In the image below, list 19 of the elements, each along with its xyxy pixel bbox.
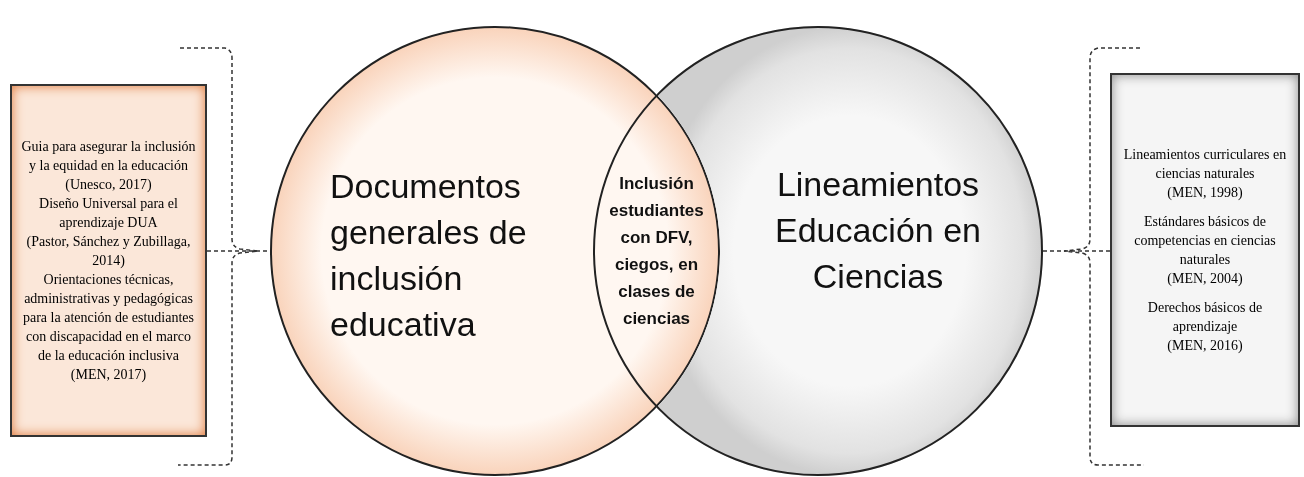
reference-text: Derechos básicos de aprendizaje — [1146, 299, 1264, 336]
reference-text: (Pastor, Sánchez y Zubillaga, 2014) — [25, 233, 192, 270]
reference-text: (Unesco, 2017) — [65, 176, 152, 194]
reference-text: (MEN, 2017) — [70, 366, 147, 384]
reference-text: Diseño Universal para el aprendizaje DUA — [38, 195, 179, 232]
reference-text: (MEN, 2004) — [1167, 270, 1243, 288]
reference-text: (MEN, 1998) — [1167, 184, 1243, 202]
venn-circle — [593, 26, 1043, 476]
reference-text: (MEN, 2016) — [1167, 337, 1243, 355]
circle-title: Documentos generales de inclusión educativa — [330, 166, 528, 345]
connector-line — [1042, 250, 1111, 252]
reference-text: Guia para asegurar la inclusión y la equidad en la educación — [20, 138, 197, 175]
intersection-text: Inclusión estudiantes con DFV, ciegos, en clases de ciencias — [597, 170, 716, 332]
source-box — [1110, 73, 1300, 427]
source-box — [10, 84, 207, 437]
reference-text: Orientaciones técnicas, administrativas y pedagógicas para la atención de estudiantes con discapacidad en el marco de la educación inclusiva — [21, 271, 195, 365]
reference-text: Estándares básicos de competencias en ciencias naturales — [1133, 213, 1277, 269]
reference-text: Lineamientos curriculares en ciencias naturales — [1122, 146, 1288, 183]
circle-title: Lineamientos Educación en Ciencias — [773, 164, 982, 297]
